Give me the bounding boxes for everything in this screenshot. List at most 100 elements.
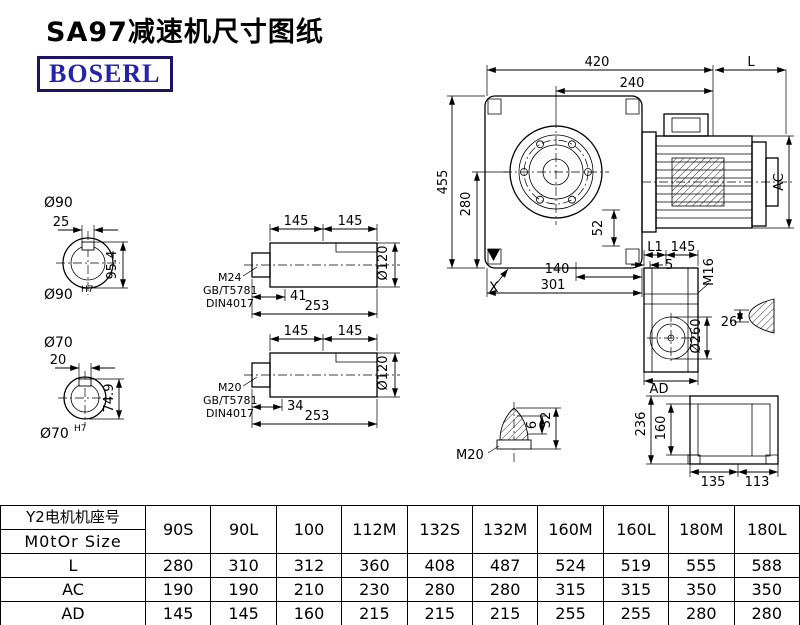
table-cell: 315 [537, 577, 604, 602]
bore-tolerance-label: H7 [74, 424, 87, 434]
table-cell: 280 [144, 553, 212, 578]
dim-label-160: 160 [654, 416, 669, 441]
bolt-hole [536, 140, 544, 149]
x-arrow [496, 268, 509, 284]
dim-label-L1: L1 [647, 240, 663, 255]
main-front-view: X 420 240 L 455 280 AC 52 140 301 [436, 55, 794, 297]
extension-lines [447, 65, 794, 297]
dim-label-240: 240 [620, 76, 645, 91]
dim-label-len1: 145 [284, 214, 309, 229]
thread-label: M24 [218, 271, 242, 284]
table-cell: 210 [275, 577, 343, 602]
dim-label-455: 455 [436, 170, 451, 195]
terminal-box [663, 113, 709, 137]
table-cell: 160 [275, 601, 343, 625]
table-cell: 555 [668, 553, 735, 578]
dim-label-52: 52 [591, 220, 606, 237]
dim-label-len2: 145 [338, 324, 363, 339]
table-cell: 190 [210, 577, 277, 602]
plug-cone [748, 298, 775, 334]
standard-label-1: GB/T5781 [203, 394, 258, 407]
rear-body [689, 395, 779, 465]
motor-size-table: Y2电机机座号 M0tOr Size 90S 90L 100 112M 132S… [0, 505, 800, 625]
bore-tolerance-label: H7 [81, 285, 94, 295]
table-col-header: 90S [144, 505, 212, 554]
table-cell: 190 [144, 577, 212, 602]
bolt-hole [568, 140, 576, 149]
shaft-dia-label: Ø90 [44, 195, 73, 211]
table-cell: 215 [471, 601, 539, 625]
fan-cover [751, 141, 767, 227]
table-row-AD: AD 145 145 160 215 215 215 255 255 280 2… [0, 601, 800, 625]
table-cell: 145 [210, 601, 277, 625]
extension-lines [516, 407, 561, 450]
table-col-header: 160L [602, 505, 670, 554]
plug-cone [499, 407, 529, 441]
table-cell: 524 [537, 553, 604, 578]
table-cell: 360 [341, 553, 408, 578]
stator-hatch [671, 157, 725, 207]
page-title: SA97减速机尺寸图纸 [46, 17, 324, 48]
table-col-header: 90L [210, 505, 277, 554]
dim-label-AD: AD [650, 382, 669, 397]
keyway [78, 378, 92, 387]
extension-lines [251, 224, 400, 318]
fan-cover-boss [765, 157, 779, 207]
dim-label-280: 280 [459, 192, 474, 217]
bolt-hole [536, 195, 544, 204]
table-cell: 255 [602, 601, 670, 625]
dim-label-140: 140 [545, 262, 570, 277]
side-body-lines [644, 268, 698, 372]
table-cell: 280 [733, 601, 800, 625]
table-cell: 350 [668, 577, 735, 602]
brand-logo-text: BOSERL [49, 59, 161, 88]
table-col-header: 160M [537, 505, 604, 554]
table-row-label: AC [0, 577, 146, 602]
extension-lines [251, 334, 400, 428]
dim-label-len1: 145 [284, 324, 309, 339]
rear-view: 236 160 135 113 [634, 395, 779, 490]
table-cell: 145 [144, 601, 212, 625]
table-header-row: Y2电机机座号 M0tOr Size 90S 90L 100 112M 132S… [0, 505, 800, 554]
technical-drawing: Ø90 25 95.4 Ø90 H7 Ø70 20 74.9 Ø70 H7 [40, 55, 794, 490]
dim-label-L: L [747, 55, 755, 70]
dim-label-113: 113 [745, 475, 770, 490]
leader-line [242, 376, 258, 387]
extension-lines [646, 395, 779, 477]
centerlines [503, 119, 792, 225]
table-cell: 280 [406, 577, 473, 602]
thread-label: M20 [456, 448, 484, 463]
section-label: X [489, 280, 499, 296]
dim-label-301: 301 [541, 278, 566, 293]
table-cell: 255 [537, 601, 604, 625]
table-row-label: L [0, 553, 146, 578]
table-col-header: 132M [471, 505, 539, 554]
table-cell: 215 [406, 601, 473, 625]
dim-label-keyway: 20 [50, 353, 67, 368]
dim-label-5: 5 [665, 258, 673, 273]
dim-label-6: 6 [525, 421, 540, 429]
dim-label-135: 135 [701, 475, 726, 490]
table-cell: 315 [602, 577, 670, 602]
dim-label-total: 253 [305, 409, 330, 424]
table-cell: 280 [471, 577, 539, 602]
shaft-dia-label: Ø70 [44, 335, 73, 351]
keyway-lines [335, 353, 377, 363]
dim-label-len2: 145 [338, 214, 363, 229]
leader-line [697, 282, 710, 294]
section-marker-triangle [487, 249, 500, 261]
dim-label-26: 26 [721, 315, 738, 330]
table-cell: 215 [341, 601, 408, 625]
table-col-header: 100 [275, 505, 343, 554]
centerlines [56, 231, 120, 295]
table-row-AC: AC 190 190 210 230 280 280 315 315 350 3… [0, 577, 800, 602]
dim-label-420: 420 [585, 55, 610, 70]
plug-base [496, 439, 532, 450]
shaft-end-view-90: Ø90 25 95.4 Ø90 H7 [44, 195, 128, 303]
shaft-side-view-top: 145 145 Ø120 41 253 M24 GB/T5781 DIN4017 [203, 214, 400, 318]
corner-bosses [487, 98, 640, 265]
table-header-label-cell: Y2电机机座号 M0tOr Size [0, 505, 146, 554]
brand-logo: BOSERL [37, 56, 173, 92]
centerlines [647, 313, 699, 363]
